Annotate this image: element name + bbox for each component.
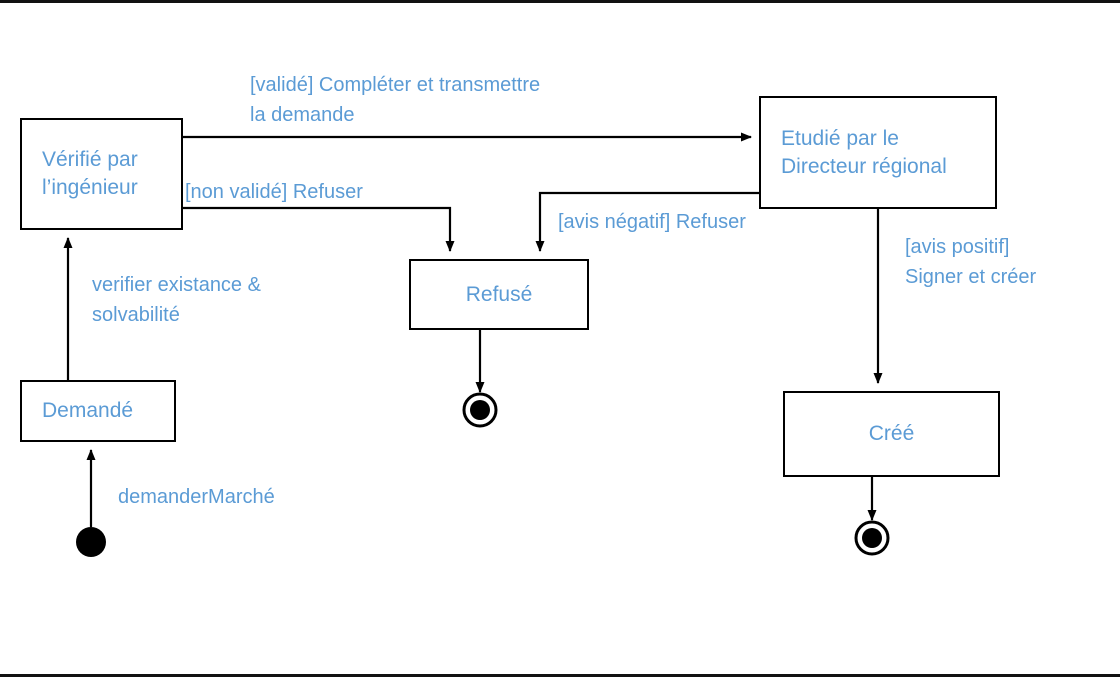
state-label: Vérifié par l’ingénieur <box>42 148 138 199</box>
edge-etudie-to-refuse <box>535 191 759 252</box>
state-label: Demandé <box>42 399 134 422</box>
state-node-cree[interactable]: Créé <box>783 391 1000 477</box>
transition-label-valide-completer-et-transmettre: [validé] Compléter et transmettre la dem… <box>250 74 541 126</box>
state-node-etudie-par-le-directeur-regional[interactable]: Etudié par le Directeur régional <box>759 96 997 209</box>
page-rule-bottom <box>0 674 1120 677</box>
state-node-refuse[interactable]: Refusé <box>409 259 589 330</box>
transition-label-avis-negatif-refuser: [avis négatif] Refuser <box>558 211 746 233</box>
state-node-verifie-par-lingenieur[interactable]: Vérifié par l’ingénieur <box>20 118 183 230</box>
state-label: Créé <box>868 422 915 445</box>
initial-state-node <box>76 527 106 557</box>
state-node-demande[interactable]: Demandé <box>20 380 176 442</box>
final-state-node-cree <box>854 520 890 556</box>
state-label: Refusé <box>465 283 533 306</box>
page-rule-top <box>0 0 1120 3</box>
transition-label-demander-marche: demanderMarché <box>118 486 275 508</box>
transition-label-avis-positif-signer-et-creer: [avis positif] Signer et créer <box>905 236 1037 288</box>
state-label: Etudié par le Directeur régional <box>781 127 947 178</box>
edge-verifie-to-refuse <box>183 206 455 252</box>
final-state-node-refuse <box>462 392 498 428</box>
transition-label-non-valide-refuser: [non validé] Refuser <box>185 181 363 203</box>
transition-label-verifier-existance-solvabilite: verifier existance & solvabilité <box>92 274 261 326</box>
